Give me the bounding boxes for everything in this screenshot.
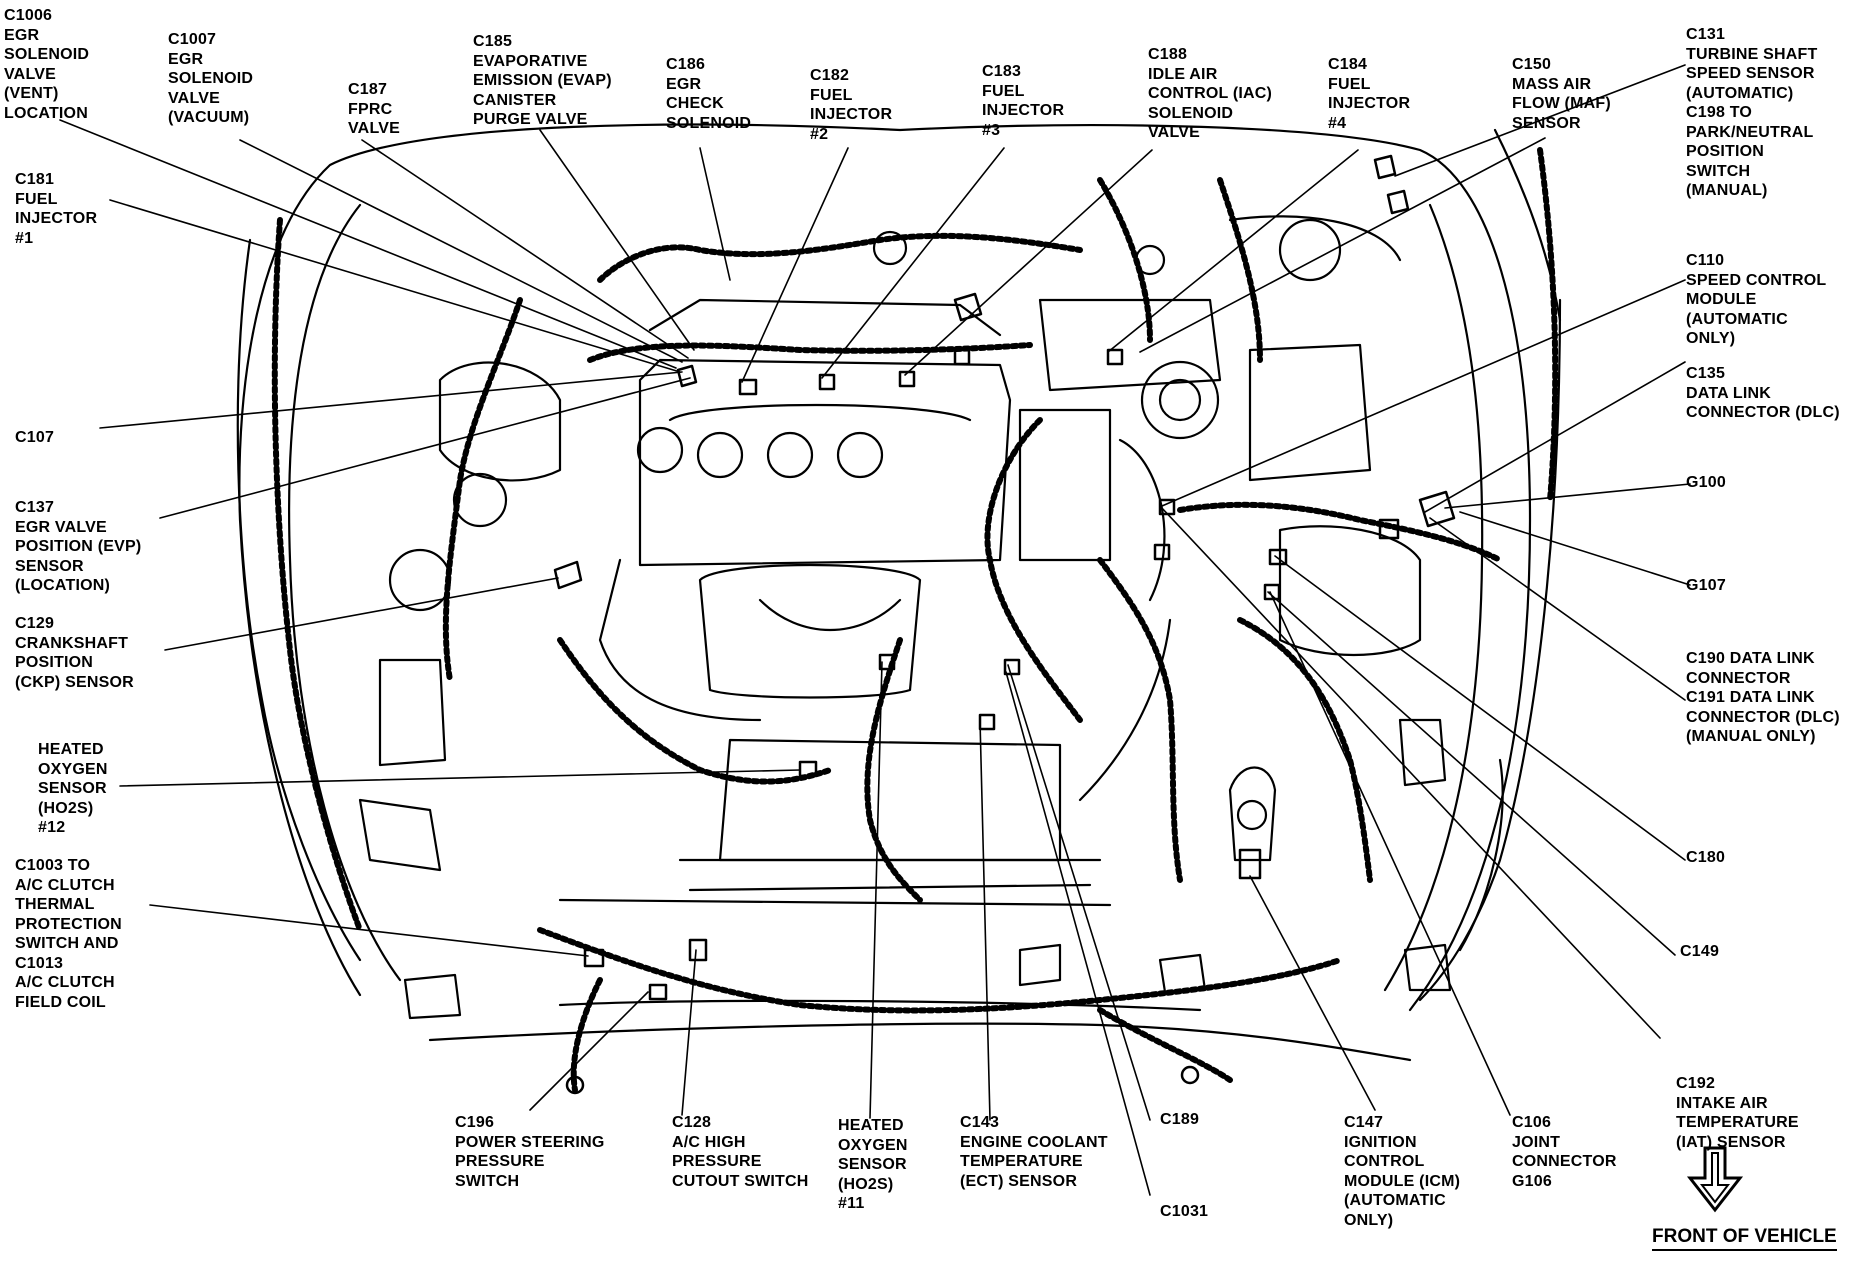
label-c181: C181 FUEL INJECTOR #1 xyxy=(15,171,98,247)
label-c1003: C1003 TO A/C CLUTCH THERMAL PROTECTION S… xyxy=(15,857,122,1011)
label-c190: C190 DATA LINK CONNECTOR C191 DATA LINK … xyxy=(1686,650,1840,745)
label-c196: C196 POWER STEERING PRESSURE SWITCH xyxy=(455,1114,605,1190)
label-ho2s-11: HEATED OXYGEN SENSOR (HO2S) #11 xyxy=(838,1117,908,1212)
leader-lines xyxy=(59,64,1691,1196)
label-c184: C184 FUEL INJECTOR #4 xyxy=(1328,56,1411,132)
label-c143: C143 ENGINE COOLANT TEMPERATURE (ECT) SE… xyxy=(960,1114,1108,1190)
label-c187: C187 FPRC VALVE xyxy=(348,81,400,137)
label-c137: C137 EGR VALVE POSITION (EVP) SENSOR (LO… xyxy=(15,499,142,594)
label-c128: C128 A/C HIGH PRESSURE CUTOUT SWITCH xyxy=(672,1114,809,1190)
label-c188: C188 IDLE AIR CONTROL (IAC) SOLENOID VAL… xyxy=(1148,46,1273,141)
engine-block xyxy=(558,298,1172,907)
label-c182: C182 FUEL INJECTOR #2 xyxy=(810,67,893,143)
label-c147: C147 IGNITION CONTROL MODULE (ICM) (AUTO… xyxy=(1344,1114,1461,1229)
label-g107: G107 xyxy=(1686,577,1726,594)
label-g100: G100 xyxy=(1686,474,1726,491)
label-ho2s-12: HEATED OXYGEN SENSOR (HO2S) #12 xyxy=(38,741,108,836)
connectors xyxy=(553,154,1456,1095)
label-c1007: C1007 EGR SOLENOID VALVE (VACUUM) xyxy=(168,31,254,126)
label-c131: C131 TURBINE SHAFT SPEED SENSOR (AUTOMAT… xyxy=(1686,26,1818,199)
label-c192: C192 INTAKE AIR TEMPERATURE (IAT) SENSOR xyxy=(1676,1075,1799,1151)
label-c1006: C1006 EGR SOLENOID VALVE (VENT) LOCATION xyxy=(4,7,90,122)
label-c150: C150 MASS AIR FLOW (MAF) SENSOR xyxy=(1512,56,1611,132)
label-c107: C107 xyxy=(15,429,55,446)
label-c1031: C1031 xyxy=(1160,1203,1209,1220)
wiring-harness xyxy=(271,147,1559,1093)
label-c110: C110 SPEED CONTROL MODULE (AUTOMATIC ONL… xyxy=(1686,252,1827,347)
label-c135: C135 DATA LINK CONNECTOR (DLC) xyxy=(1686,365,1840,421)
label-c189: C189 xyxy=(1160,1111,1200,1128)
label-c149: C149 xyxy=(1680,943,1720,960)
front-of-vehicle-caption: FRONT OF VEHICLE xyxy=(1652,1226,1837,1251)
label-c129: C129 CRANKSHAFT POSITION (CKP) SENSOR xyxy=(15,615,134,691)
body-outline xyxy=(236,123,1562,1062)
label-c186: C186 EGR CHECK SOLENOID xyxy=(666,56,752,132)
components xyxy=(358,215,1504,1020)
front-arrow-icon xyxy=(1686,1146,1744,1213)
label-c183: C183 FUEL INJECTOR #3 xyxy=(982,63,1065,139)
label-c106: C106 JOINT CONNECTOR G106 xyxy=(1512,1114,1617,1190)
label-c180: C180 xyxy=(1686,849,1726,866)
label-c185: C185 EVAPORATIVE EMISSION (EVAP) CANISTE… xyxy=(473,33,612,128)
